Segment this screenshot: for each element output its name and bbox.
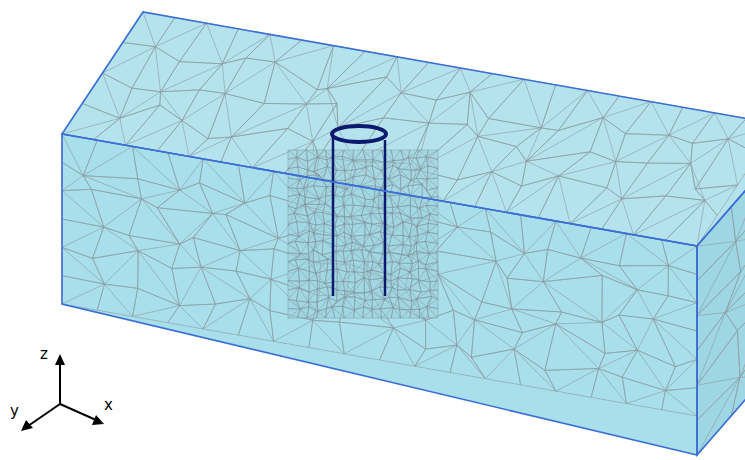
mesh-triangles <box>697 128 745 455</box>
z-arrowhead <box>55 354 65 365</box>
pile-wall <box>384 140 387 296</box>
y-arrowhead <box>21 420 33 431</box>
mesh-triangles <box>288 150 438 318</box>
block-outline <box>62 12 745 455</box>
axis-label: z <box>40 347 48 362</box>
axis-label: x <box>104 398 113 413</box>
x-arrowhead <box>92 415 104 425</box>
block-edge <box>697 128 745 455</box>
x-axis <box>60 404 96 420</box>
block-edge <box>62 134 697 455</box>
z-axis <box>59 362 61 404</box>
refined-zone <box>288 150 438 318</box>
front-face <box>62 134 697 455</box>
pile <box>332 126 386 296</box>
axis-triad <box>21 354 104 431</box>
pile-head <box>332 126 386 142</box>
mesh-lines <box>62 12 745 455</box>
pile-wall <box>332 137 335 296</box>
axis-label: y <box>10 404 19 419</box>
side-face <box>697 128 745 455</box>
block-edge <box>62 12 745 246</box>
y-axis <box>28 404 60 426</box>
soil-block <box>62 12 745 455</box>
mesh-triangles <box>62 134 697 416</box>
